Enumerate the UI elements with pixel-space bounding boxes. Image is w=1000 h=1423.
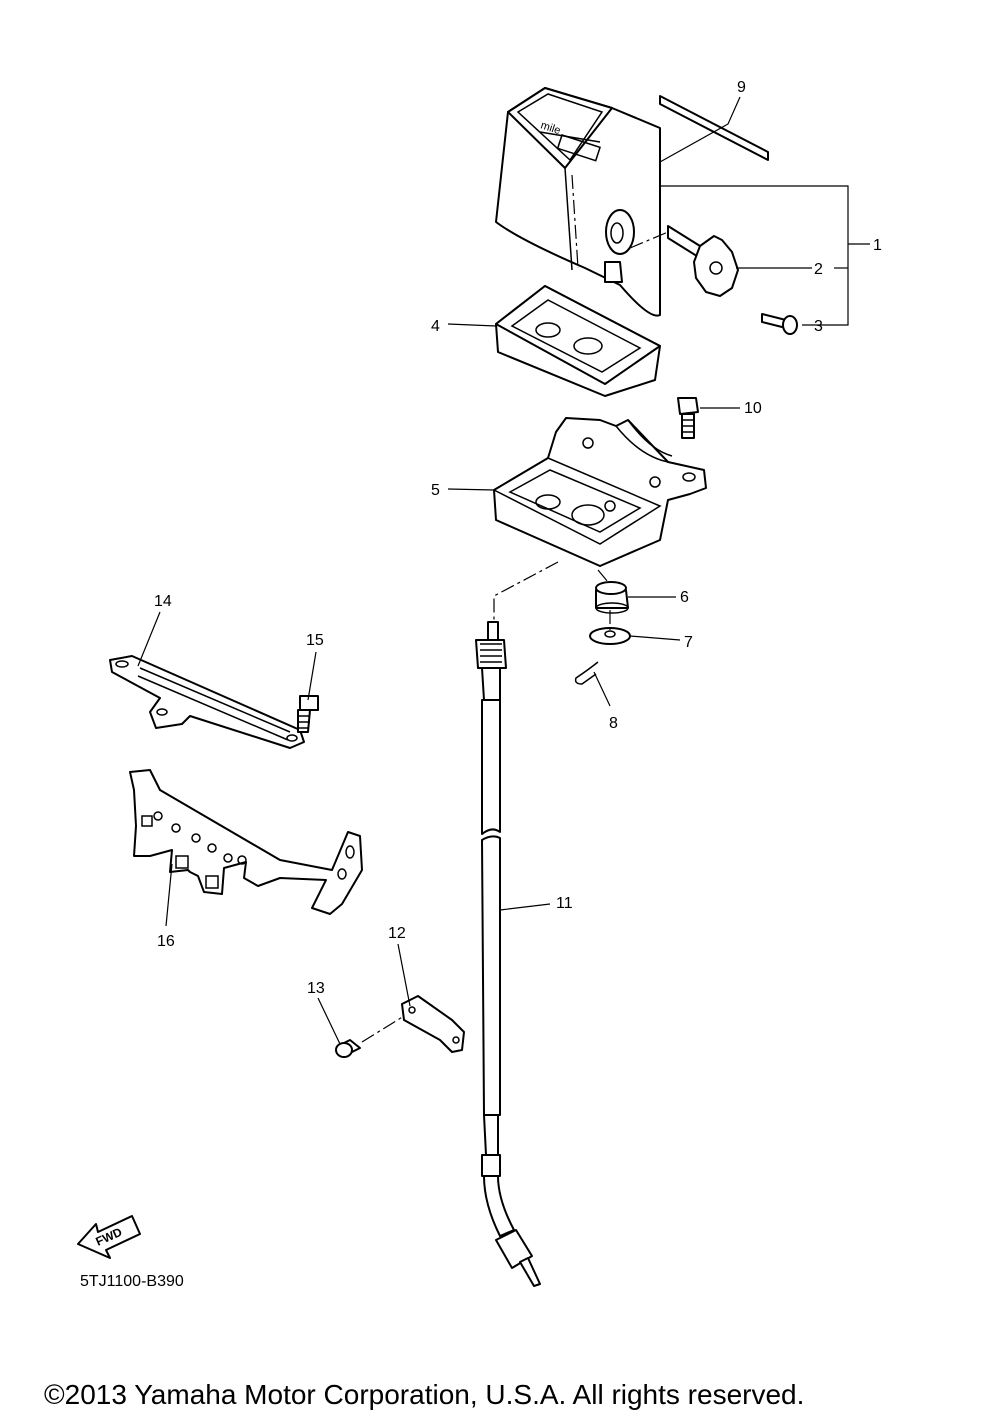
damper-tray-part-4 — [495, 285, 661, 397]
meter-assembly-part-1: mile — [495, 87, 661, 317]
callout-10: 10 — [744, 400, 762, 417]
screw-part-3 — [761, 313, 798, 335]
callout-12: 12 — [388, 925, 406, 942]
callout-16: 16 — [157, 933, 175, 950]
drive-gear-part-2 — [629, 225, 739, 297]
meter-bracket-part-5 — [492, 417, 707, 567]
washer-part-7 — [589, 627, 631, 645]
leader-lines — [137, 96, 870, 1045]
callout-9: 9 — [737, 79, 746, 96]
diagram-code: 5TJ1100-B390 — [80, 1273, 184, 1290]
callout-labels: 1 2 3 4 5 6 7 8 9 10 11 12 13 14 15 16 — [154, 79, 882, 997]
callout-7: 7 — [684, 634, 693, 651]
callout-4: 4 — [431, 318, 440, 335]
fwd-arrow-icon: FWD — [77, 1215, 141, 1259]
callout-8: 8 — [609, 715, 618, 732]
callout-1: 1 — [873, 237, 882, 254]
callout-13: 13 — [307, 980, 325, 997]
clamp-part-12 — [401, 995, 465, 1053]
grommet-part-6 — [595, 581, 629, 614]
bolt-part-10 — [677, 397, 699, 439]
stay-part-14 — [109, 655, 305, 749]
meter-face-mile-text: mile — [539, 119, 562, 137]
clip-part-8 — [574, 661, 599, 685]
copyright-notice: ©2013 Yamaha Motor Corporation, U.S.A. A… — [44, 1379, 804, 1410]
bracket-part-16 — [129, 769, 363, 915]
callout-14: 14 — [154, 593, 172, 610]
callout-2: 2 — [814, 261, 823, 278]
strip-part-9 — [659, 95, 769, 161]
speedometer-cable-part-11 — [475, 561, 559, 1287]
screw-part-13 — [335, 1015, 405, 1058]
callout-15: 15 — [306, 632, 324, 649]
bolt-part-15 — [297, 695, 319, 733]
callout-11: 11 — [556, 895, 573, 912]
callout-3: 3 — [814, 318, 823, 335]
callout-6: 6 — [680, 589, 689, 606]
callout-5: 5 — [431, 482, 440, 499]
